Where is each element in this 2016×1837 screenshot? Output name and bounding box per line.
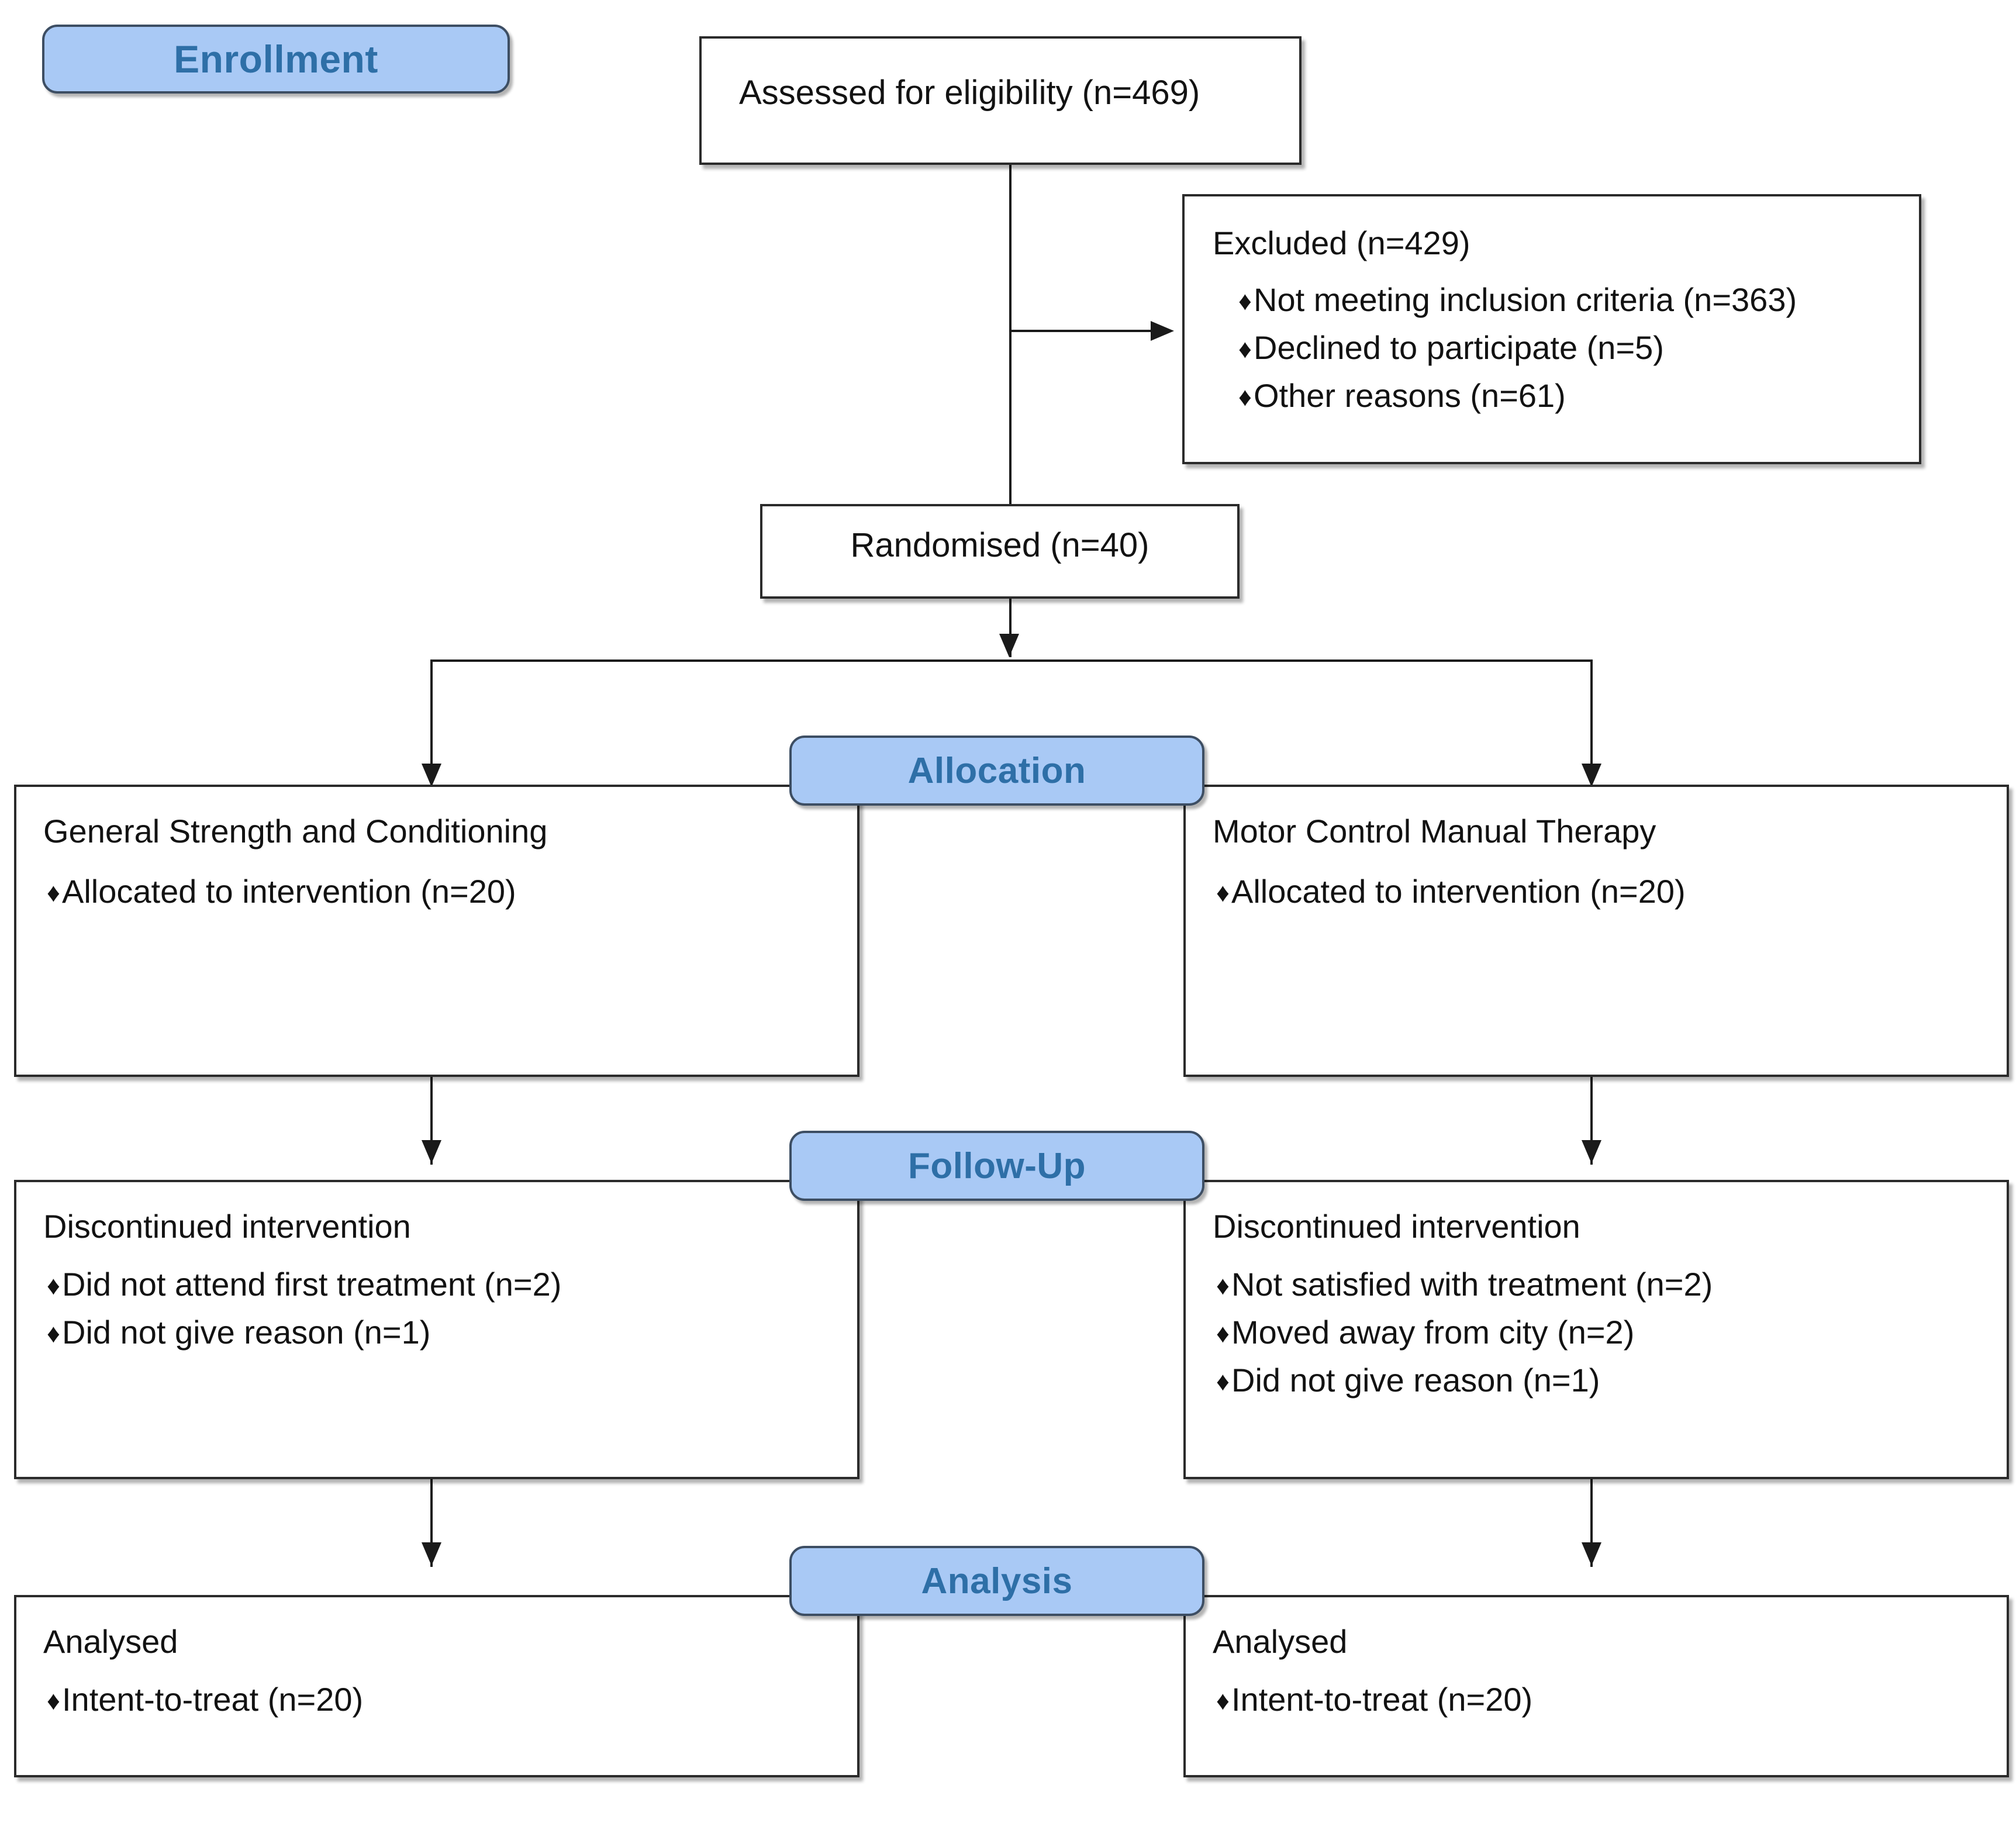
list-item: ♦Allocated to intervention (n=20) xyxy=(1216,868,2007,916)
list-item-label: Did not give reason (n=1) xyxy=(62,1313,431,1351)
connector-allocation-left-to-followup xyxy=(430,1077,433,1165)
analysis-left-title: Analysed xyxy=(43,1623,178,1660)
connector-followup-left-to-analysis xyxy=(430,1479,433,1567)
diamond-bullet-icon: ♦ xyxy=(1216,1686,1230,1715)
connector-randomised-stem xyxy=(1009,599,1012,657)
arrow-analysis-right-icon xyxy=(1582,1542,1601,1566)
diamond-bullet-icon: ♦ xyxy=(1216,1271,1230,1300)
stage-badge-follow-up: Follow-Up xyxy=(789,1131,1204,1201)
box-analysis-right: Analysed ♦Intent-to-treat (n=20) xyxy=(1183,1595,2009,1777)
list-item: ♦Not satisfied with treatment (n=2) xyxy=(1216,1261,2007,1308)
stage-badge-enrollment-label: Enrollment xyxy=(174,37,378,81)
diamond-bullet-icon: ♦ xyxy=(47,1318,60,1348)
list-item-label: Moved away from city (n=2) xyxy=(1231,1313,1635,1351)
list-item-label: Not meeting inclusion criteria (n=363) xyxy=(1254,281,1797,318)
diamond-bullet-icon: ♦ xyxy=(1238,334,1252,364)
connector-assessed-to-excluded xyxy=(1009,330,1154,332)
box-allocation-left: General Strength and Conditioning ♦Alloc… xyxy=(14,785,859,1077)
diamond-bullet-icon: ♦ xyxy=(1216,878,1230,907)
arrow-allocation-right-icon xyxy=(1582,764,1601,787)
list-item: ♦Not meeting inclusion criteria (n=363) xyxy=(1238,276,1919,324)
excluded-reasons-list: ♦Not meeting inclusion criteria (n=363) … xyxy=(1213,276,1919,419)
box-excluded: Excluded (n=429) ♦Not meeting inclusion … xyxy=(1182,194,1921,464)
analysis-left-list: ♦Intent-to-treat (n=20) xyxy=(43,1676,857,1724)
diamond-bullet-icon: ♦ xyxy=(1216,1366,1230,1396)
arrow-allocation-left-icon xyxy=(422,764,441,787)
arrow-analysis-left-icon xyxy=(422,1542,441,1566)
stage-badge-allocation: Allocation xyxy=(789,736,1204,806)
diamond-bullet-icon: ♦ xyxy=(1238,382,1252,412)
list-item: ♦Did not give reason (n=1) xyxy=(47,1308,857,1356)
connector-assessed-to-randomised xyxy=(1009,165,1012,504)
box-followup-left: Discontinued intervention ♦Did not atten… xyxy=(14,1180,859,1479)
list-item: ♦Moved away from city (n=2) xyxy=(1216,1308,2007,1356)
list-item-label: Did not give reason (n=1) xyxy=(1231,1361,1600,1399)
analysis-right-title: Analysed xyxy=(1213,1623,1348,1660)
followup-left-title: Discontinued intervention xyxy=(43,1208,411,1245)
stage-badge-allocation-label: Allocation xyxy=(907,750,1086,791)
list-item-label: Not satisfied with treatment (n=2) xyxy=(1231,1266,1713,1303)
arrow-followup-right-icon xyxy=(1582,1140,1601,1163)
stage-badge-analysis: Analysis xyxy=(789,1546,1204,1616)
connector-randomised-split-bar xyxy=(430,659,1593,662)
assessed-for-eligibility-text: Assessed for eligibility (n=469) xyxy=(739,74,1200,112)
list-item-label: Did not attend first treatment (n=2) xyxy=(62,1266,562,1303)
box-analysis-left: Analysed ♦Intent-to-treat (n=20) xyxy=(14,1595,859,1777)
allocation-left-title: General Strength and Conditioning xyxy=(43,813,548,850)
followup-right-list: ♦Not satisfied with treatment (n=2) ♦Mov… xyxy=(1213,1261,2007,1404)
allocation-right-list: ♦Allocated to intervention (n=20) xyxy=(1213,868,2007,916)
list-item-label: Intent-to-treat (n=20) xyxy=(62,1681,364,1718)
list-item-label: Other reasons (n=61) xyxy=(1254,377,1566,414)
list-item: ♦Did not attend first treatment (n=2) xyxy=(47,1261,857,1308)
box-allocation-right: Motor Control Manual Therapy ♦Allocated … xyxy=(1183,785,2009,1077)
list-item: ♦Other reasons (n=61) xyxy=(1238,372,1919,420)
followup-left-list: ♦Did not attend first treatment (n=2) ♦D… xyxy=(43,1261,857,1356)
analysis-right-list: ♦Intent-to-treat (n=20) xyxy=(1213,1676,2007,1724)
randomised-text: Randomised (n=40) xyxy=(850,526,1149,564)
allocation-right-title: Motor Control Manual Therapy xyxy=(1213,813,1656,850)
diamond-bullet-icon: ♦ xyxy=(47,878,60,907)
allocation-left-list: ♦Allocated to intervention (n=20) xyxy=(43,868,857,916)
stage-badge-follow-up-label: Follow-Up xyxy=(907,1145,1086,1186)
diamond-bullet-icon: ♦ xyxy=(47,1271,60,1300)
arrow-followup-left-icon xyxy=(422,1140,441,1163)
connector-split-left-drop xyxy=(430,659,433,787)
excluded-title: Excluded (n=429) xyxy=(1213,225,1470,261)
list-item: ♦Intent-to-treat (n=20) xyxy=(47,1676,857,1724)
diamond-bullet-icon: ♦ xyxy=(47,1686,60,1715)
list-item: ♦Intent-to-treat (n=20) xyxy=(1216,1676,2007,1724)
list-item-label: Declined to participate (n=5) xyxy=(1254,329,1664,366)
list-item-label: Allocated to intervention (n=20) xyxy=(1231,873,1686,910)
list-item: ♦Did not give reason (n=1) xyxy=(1216,1356,2007,1404)
box-assessed-for-eligibility: Assessed for eligibility (n=469) xyxy=(699,36,1302,165)
list-item: ♦Declined to participate (n=5) xyxy=(1238,324,1919,372)
box-followup-right: Discontinued intervention ♦Not satisfied… xyxy=(1183,1180,2009,1479)
diamond-bullet-icon: ♦ xyxy=(1238,286,1252,316)
connector-followup-right-to-analysis xyxy=(1590,1479,1593,1567)
connector-split-right-drop xyxy=(1590,659,1593,787)
followup-right-title: Discontinued intervention xyxy=(1213,1208,1580,1245)
connector-allocation-right-to-followup xyxy=(1590,1077,1593,1165)
box-randomised: Randomised (n=40) xyxy=(760,504,1240,599)
list-item-label: Intent-to-treat (n=20) xyxy=(1231,1681,1533,1718)
diamond-bullet-icon: ♦ xyxy=(1216,1318,1230,1348)
stage-badge-enrollment: Enrollment xyxy=(42,25,510,94)
stage-badge-analysis-label: Analysis xyxy=(921,1560,1073,1601)
list-item-label: Allocated to intervention (n=20) xyxy=(62,873,516,910)
arrow-to-excluded-icon xyxy=(1151,321,1174,341)
list-item: ♦Allocated to intervention (n=20) xyxy=(47,868,857,916)
arrow-randomised-split-icon xyxy=(999,634,1019,657)
